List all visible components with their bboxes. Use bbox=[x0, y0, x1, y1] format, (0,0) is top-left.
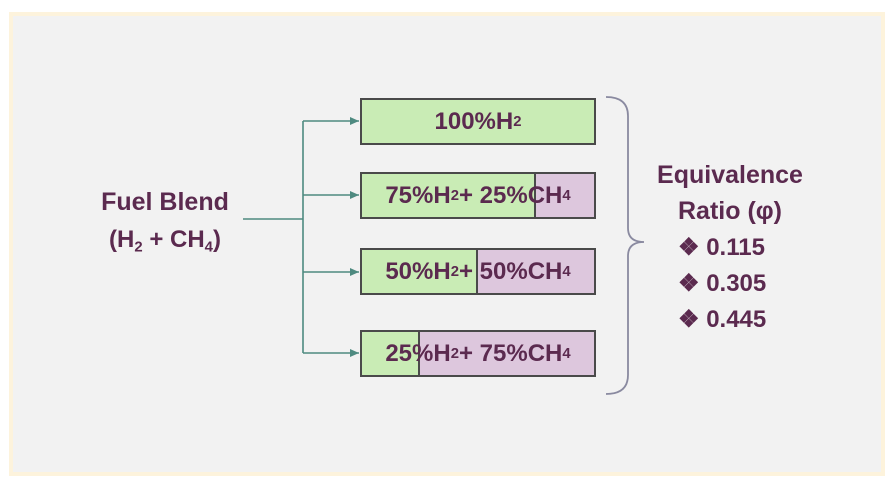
ch4-fill bbox=[534, 174, 594, 217]
phi-value-item: ❖ 0.115 bbox=[678, 236, 765, 260]
phi-value: 0.445 bbox=[706, 306, 767, 333]
diamond-bullet-icon: ❖ bbox=[678, 270, 700, 297]
equivalence-ratio-title-line2: Ratio (φ) bbox=[678, 197, 782, 225]
phi-value-item: ❖ 0.305 bbox=[678, 272, 766, 296]
diamond-bullet-icon: ❖ bbox=[678, 306, 700, 333]
phi-value: 0.305 bbox=[706, 270, 767, 297]
phi-value-item: ❖ 0.445 bbox=[678, 308, 766, 332]
phi-value: 0.115 bbox=[706, 234, 765, 261]
diagram-panel bbox=[9, 12, 885, 476]
ch4-fill bbox=[418, 332, 594, 375]
fuel-blend-title: Fuel Blend bbox=[101, 188, 229, 216]
diamond-bullet-icon: ❖ bbox=[678, 234, 700, 261]
ch4-fill bbox=[476, 250, 594, 293]
right-brace bbox=[605, 96, 645, 395]
equivalence-ratio-title-line1: Equivalence bbox=[657, 161, 803, 189]
fuel-blend-formula: (H2 + CH4) bbox=[109, 226, 221, 256]
